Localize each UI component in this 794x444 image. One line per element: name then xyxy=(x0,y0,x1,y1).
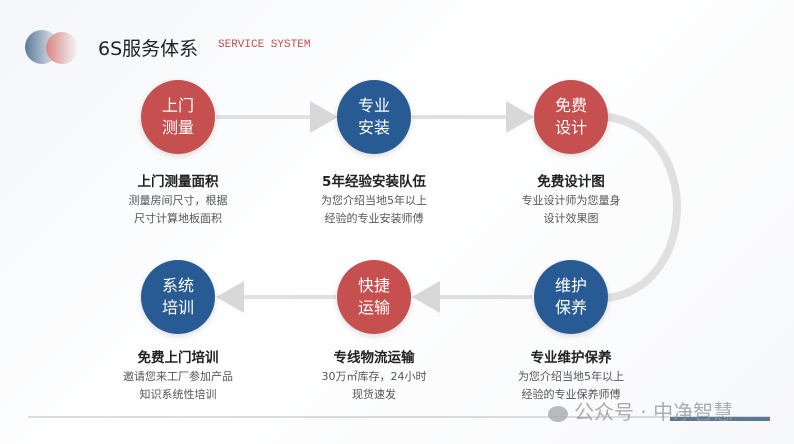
step-circle-measure: 上门测量 xyxy=(141,80,215,154)
arrow-3-4 xyxy=(607,113,681,302)
step-title-install: 5年经验安装队伍 xyxy=(322,174,426,190)
step-desc-install: 为您介绍当地5年以上经验的专业安装师傅 xyxy=(321,194,427,225)
step-title-maintain: 专业维护保养 xyxy=(530,350,612,366)
step-desc-training: 邀请您来工厂参加产品知识系统性培训 xyxy=(123,370,233,401)
wechat-icon xyxy=(548,405,568,422)
page-subtitle: SERVICE SYSTEM xyxy=(218,39,311,51)
step-circle-maintain: 维护保养 xyxy=(534,260,608,334)
decor-circle-red xyxy=(46,32,78,64)
watermark: 公众号 · 中净智慧 xyxy=(548,396,733,425)
step-title-design: 免费设计图 xyxy=(537,174,605,190)
step-desc-maintain: 为您介绍当地5年以上经验的专业保养师傅 xyxy=(518,370,624,401)
page-title: 6S服务体系 xyxy=(98,38,199,60)
step-desc-design: 专业设计师为您量身设计效果图 xyxy=(521,194,621,225)
step-title-training: 免费上门培训 xyxy=(137,350,219,366)
step-circle-design: 免费设计 xyxy=(534,80,608,154)
step-desc-measure: 测量房间尺寸，根据尺寸计算地板面积 xyxy=(128,194,228,225)
step-desc-shipping: 30万㎡库存，24小时现货速发 xyxy=(321,370,427,401)
step-title-measure: 上门测量面积 xyxy=(137,174,219,190)
step-circle-shipping: 快捷运输 xyxy=(337,260,411,334)
step-title-shipping: 专线物流运输 xyxy=(333,350,415,366)
step-circle-install: 专业安装 xyxy=(337,80,411,154)
step-circle-training: 系统培训 xyxy=(141,260,215,334)
